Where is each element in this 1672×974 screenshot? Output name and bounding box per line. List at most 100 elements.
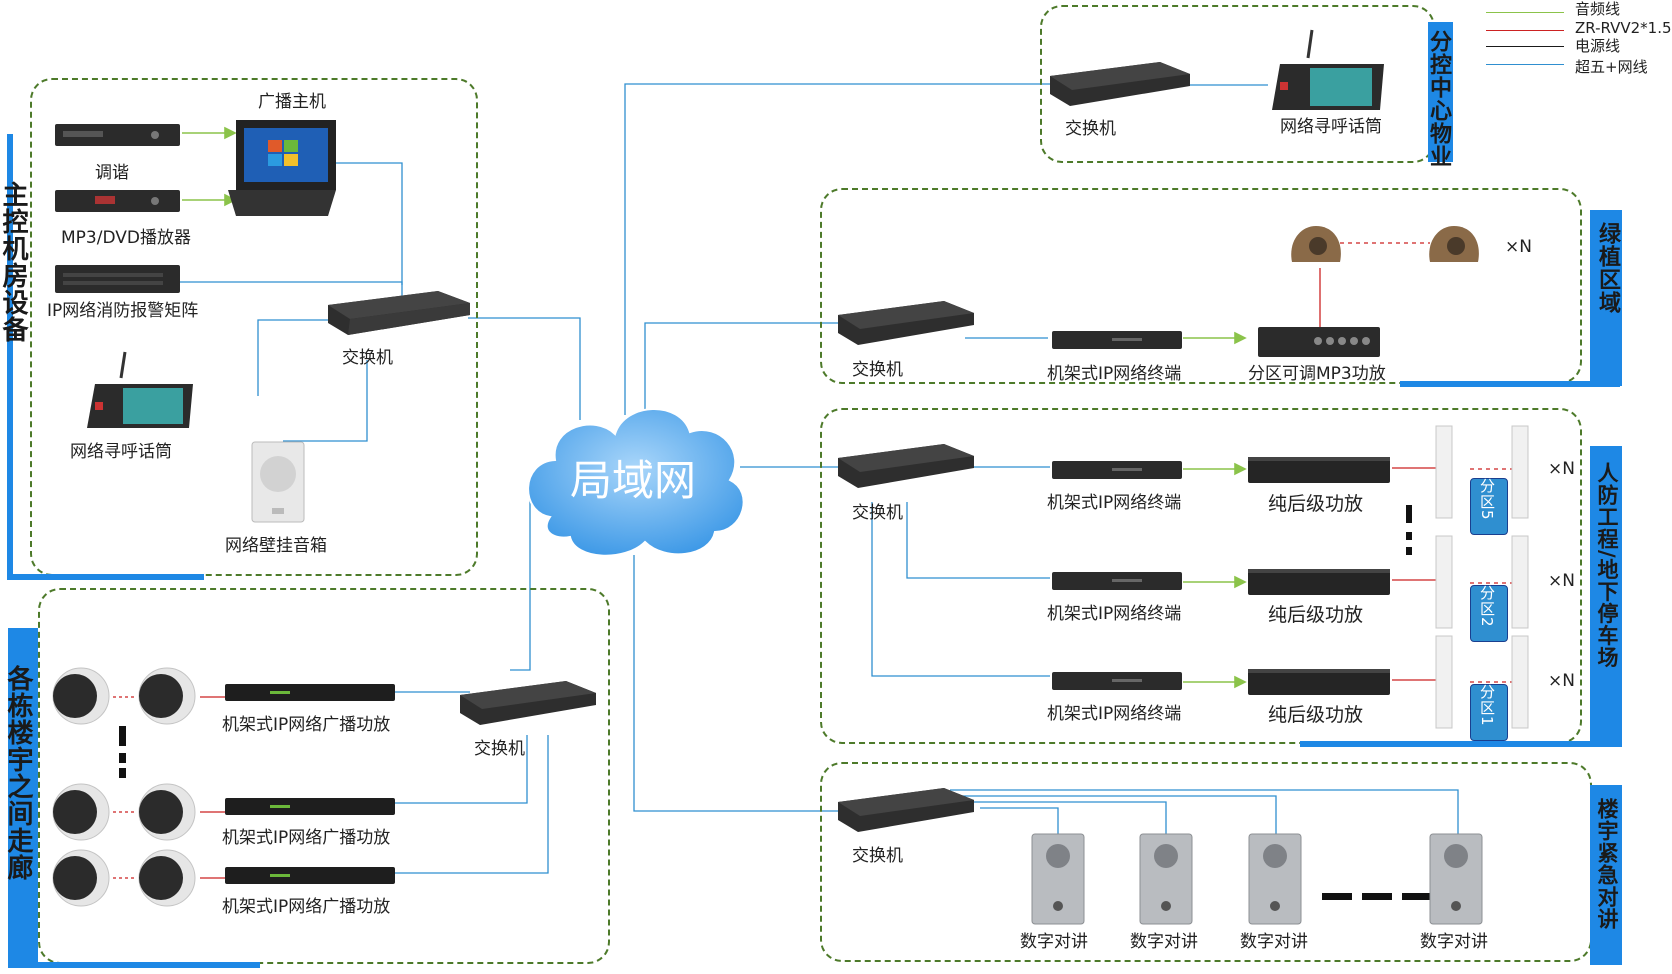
civil-amp-device-2 (1248, 569, 1390, 595)
intercom-panel-2 (1139, 833, 1193, 925)
branch-switch-label: 交换机 (1065, 119, 1116, 139)
branch-switch-device (1050, 62, 1190, 106)
civil-amp-label-2: 纯后级功放 (1268, 604, 1364, 626)
civil-amp-device-1 (1248, 457, 1390, 483)
intercom-label-4: 数字对讲 (1420, 932, 1488, 952)
corridor-amp-device-1 (225, 684, 395, 701)
intercom-sidebar (1590, 785, 1622, 965)
legend-cable: ZR-RVV2*1.5 (1575, 19, 1672, 37)
corridor-title: 各栋楼宇之间走廊 (3, 665, 33, 881)
corridor-footbar (8, 962, 260, 968)
green-area-title: 绿植区域 (1595, 222, 1620, 314)
mp3-label: MP3/DVD播放器 (61, 228, 191, 248)
civil-terminal-label-1: 机架式IP网络终端 (1047, 493, 1182, 513)
corridor-amp-label-1: 机架式IP网络广播功放 (222, 715, 391, 735)
civil-switch-device (838, 444, 974, 488)
civil-amp-device-3 (1248, 669, 1390, 695)
green-switch-label: 交换机 (852, 360, 903, 380)
civil-multiplier-2: ×N (1548, 571, 1575, 591)
civil-defense-zone (820, 408, 1582, 744)
zone-badge-1-label: 分区1 (1478, 684, 1496, 727)
lan-label: 局域网 (570, 457, 696, 504)
branch-center-title: 分控中心物业 (1426, 30, 1451, 168)
civil-terminal-label-3: 机架式IP网络终端 (1047, 704, 1182, 724)
civil-amp-label-3: 纯后级功放 (1268, 704, 1364, 726)
broadcast-host-device (228, 120, 336, 216)
intercom-label-1: 数字对讲 (1020, 932, 1088, 952)
green-area-footbar (1400, 381, 1620, 387)
zone-badge-1 (1470, 684, 1508, 741)
civil-terminal-device-1 (1052, 461, 1182, 479)
alarm-matrix-device (55, 265, 180, 293)
legend-network: 超五+网线 (1575, 58, 1648, 76)
intercom-switch-device (838, 788, 974, 832)
intercom-panel-4 (1429, 833, 1483, 925)
branch-center-sidebar (1428, 22, 1453, 162)
host-label: 广播主机 (258, 92, 326, 112)
main-mic-label: 网络寻呼话筒 (70, 442, 172, 462)
green-area-sidebar (1590, 210, 1622, 386)
civil-switch-label: 交换机 (852, 503, 903, 523)
corridor-switch-device (460, 681, 596, 725)
main-switch-device (328, 291, 470, 335)
intercom-label-3: 数字对讲 (1240, 932, 1308, 952)
corridor-amp-label-2: 机架式IP网络广播功放 (222, 828, 391, 848)
green-amp-device (1258, 327, 1380, 357)
speaker-cables (113, 242, 1520, 879)
corridor-amp-label-3: 机架式IP网络广播功放 (222, 897, 391, 917)
intercom-panel-3 (1248, 833, 1302, 925)
green-amp-label: 分区可调MP3功放 (1248, 364, 1386, 384)
rack-device-1 (55, 124, 180, 146)
alarm-label: IP网络消防报警矩阵 (47, 301, 199, 321)
rock-speaker-2 (1429, 226, 1479, 262)
green-area-zone (820, 188, 1582, 384)
zone-badge-5-label: 分区5 (1478, 478, 1496, 521)
legend-line-cable (1486, 30, 1564, 31)
main-room-zone (30, 78, 478, 576)
zone-badge-5 (1470, 478, 1508, 535)
corridor-sidebar (8, 628, 38, 968)
intercom-panel-1 (1031, 833, 1085, 925)
zone-badge-2-label: 分区2 (1478, 585, 1496, 628)
green-terminal-device (1052, 331, 1182, 349)
legend-line-power (1486, 46, 1564, 47)
civil-defense-footbar (1300, 741, 1622, 747)
corridor-speakers (52, 667, 196, 907)
wall-speaker-label: 网络壁挂音箱 (225, 536, 327, 556)
intercom-label-2: 数字对讲 (1130, 932, 1198, 952)
branch-mic-device (1272, 29, 1384, 110)
zone-badge-2 (1470, 585, 1508, 642)
civil-terminal-label-2: 机架式IP网络终端 (1047, 604, 1182, 624)
wall-speaker-device (251, 441, 305, 523)
network-lines (175, 83, 1459, 874)
legend-power: 电源线 (1575, 37, 1621, 55)
rock-speaker-1 (1291, 226, 1341, 262)
lan-cloud: 局域网 (527, 408, 745, 557)
column-speakers (1435, 425, 1529, 729)
main-room-title: 主控机房设备 (0, 181, 28, 343)
tuner-device (55, 190, 180, 212)
civil-terminal-device-3 (1052, 672, 1182, 690)
legend-audio: 音频线 (1575, 0, 1621, 18)
civil-defense-sidebar (1590, 446, 1622, 746)
green-terminal-label: 机架式IP网络终端 (1047, 364, 1182, 384)
main-switch-label: 交换机 (342, 348, 393, 368)
corridor-switch-label: 交换机 (474, 739, 525, 759)
civil-multiplier-3: ×N (1548, 671, 1575, 691)
main-room-sidebar (7, 134, 13, 580)
civil-multiplier-1: ×N (1548, 459, 1575, 479)
intercom-title: 楼宇紧急对讲 (1595, 798, 1619, 930)
corridor-amp-device-2 (225, 798, 395, 815)
civil-amp-label-1: 纯后级功放 (1268, 493, 1364, 515)
intercom-switch-label: 交换机 (852, 846, 903, 866)
civil-terminal-device-2 (1052, 572, 1182, 590)
green-multiplier: ×N (1505, 237, 1532, 257)
corridor-zone (38, 588, 610, 964)
paging-mic-device (87, 351, 193, 428)
branch-mic-label: 网络寻呼话筒 (1280, 117, 1382, 137)
main-room-footbar (7, 574, 204, 580)
audio-lines (182, 126, 1247, 689)
tuner-label: 调谐 (95, 163, 129, 183)
legend-line-audio (1486, 12, 1564, 13)
